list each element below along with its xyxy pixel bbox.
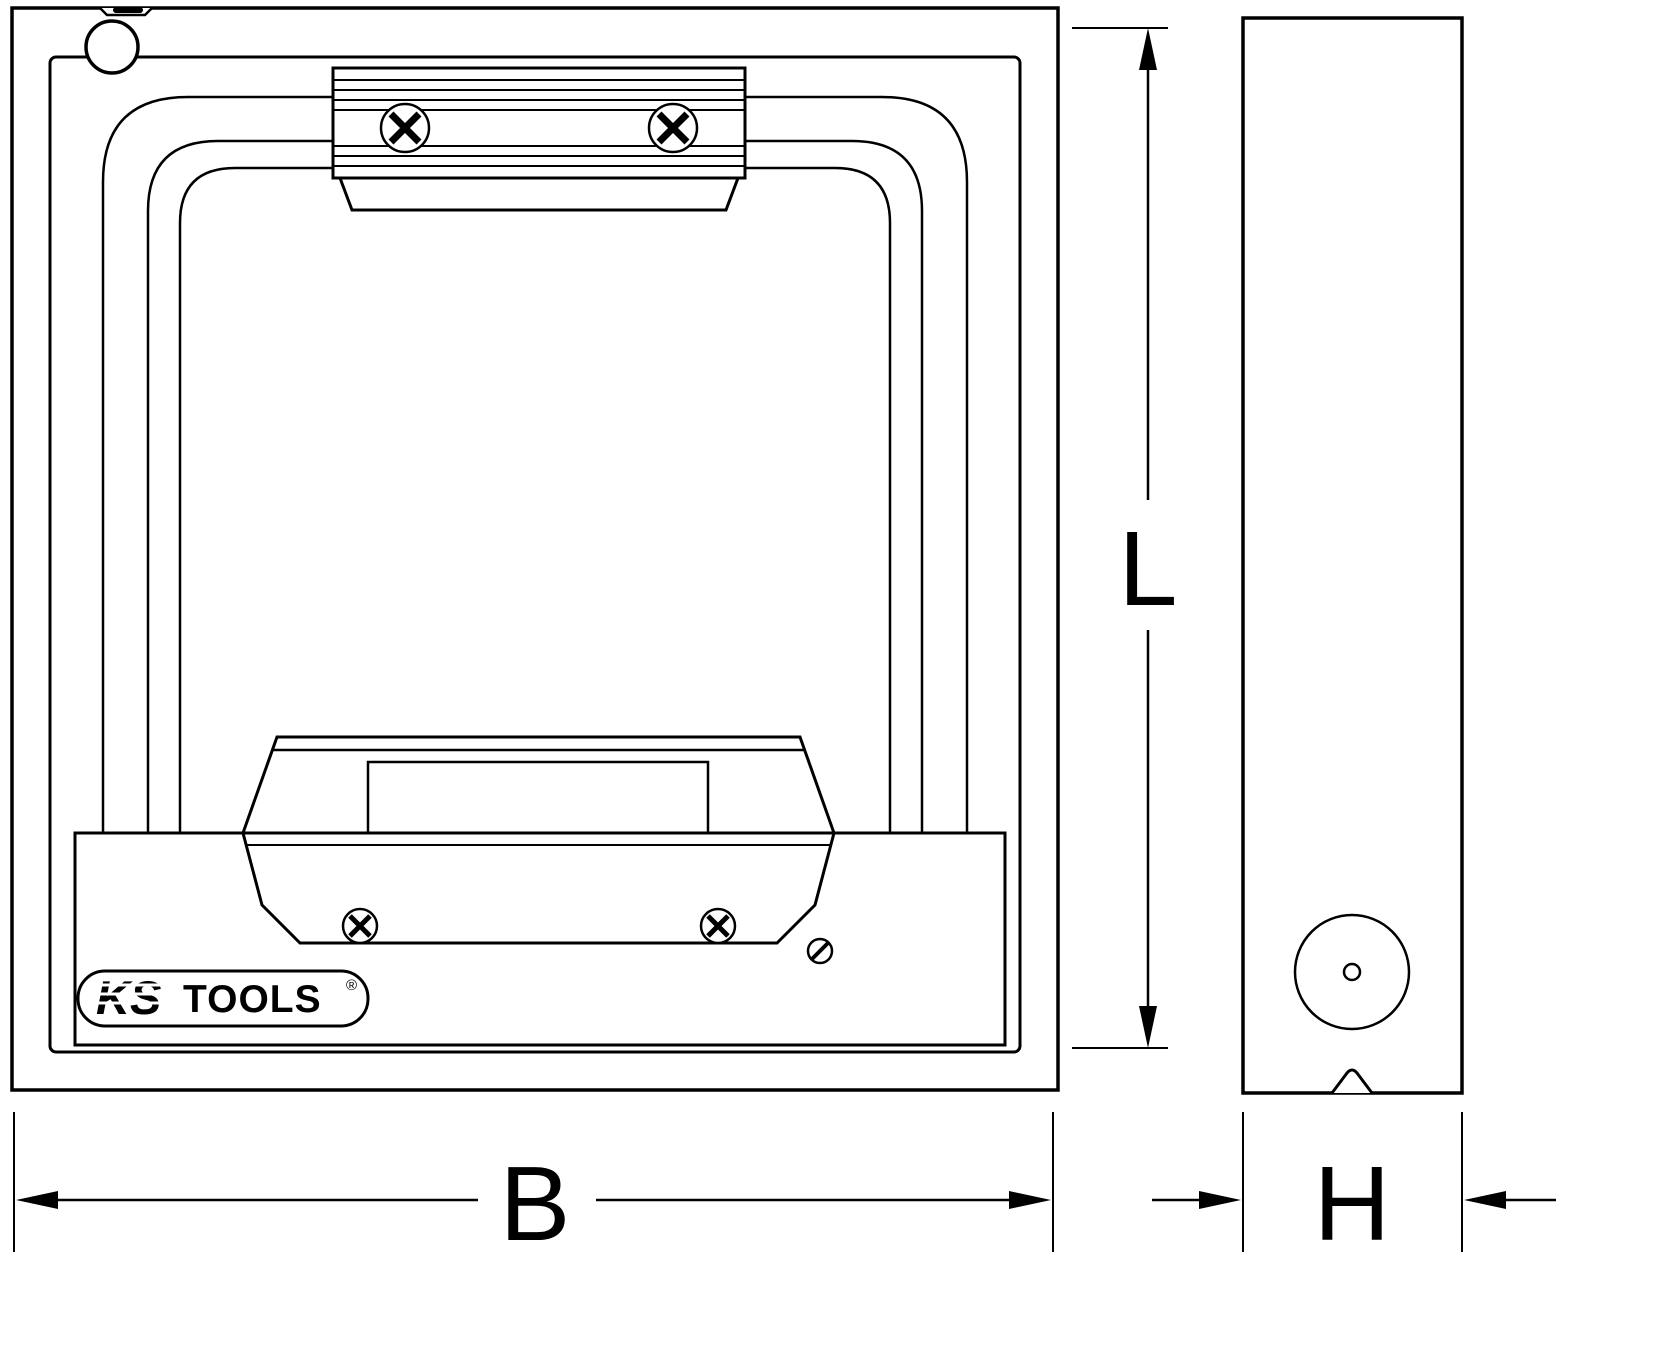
vial-housing-top [240,735,837,835]
arrowhead-right-icon [1199,1191,1241,1209]
dimension-label-L: L [1119,510,1178,628]
side-vial-center-dot [1342,962,1362,982]
logo-tools-text: TOOLS [183,978,322,1021]
slotted-screw-icon [806,937,834,965]
top-vial-assembly [331,66,747,212]
phillips-screw-icon [699,907,737,945]
arrowhead-left-icon [1464,1191,1506,1209]
phillips-screw-icon [647,102,699,154]
dimension-label-B: B [500,1145,571,1263]
dimension-length: L [1072,27,1178,1049]
logo-ks-stripes [92,983,180,1005]
logo-ks-text: KS [96,971,161,1024]
frame-inner-edge [48,55,1022,1054]
logo-registered-mark: ® [346,977,357,994]
mounting-hole [84,19,140,75]
arrowhead-down-icon [1139,1006,1157,1048]
main-vial-housing [240,735,837,965]
side-bottom-vee-notch [1330,1068,1374,1094]
front-view: KS TOOLS ® [10,6,1060,1092]
arrowhead-left-icon [16,1191,58,1209]
arrowhead-right-icon [1009,1191,1051,1209]
dimension-label-H: H [1314,1145,1391,1263]
dimension-width: B [13,1112,1054,1263]
vial-window [366,760,710,833]
side-view [1241,16,1464,1095]
top-vial-skirt [337,176,741,212]
dimension-height: H [1152,1112,1556,1263]
arrowhead-up-icon [1139,28,1157,70]
brand-logo: KS TOOLS ® [76,969,370,1028]
phillips-screw-icon [379,102,431,154]
vial-housing-plate [241,831,836,945]
top-slot-fill [113,7,143,13]
phillips-screw-icon [341,907,379,945]
